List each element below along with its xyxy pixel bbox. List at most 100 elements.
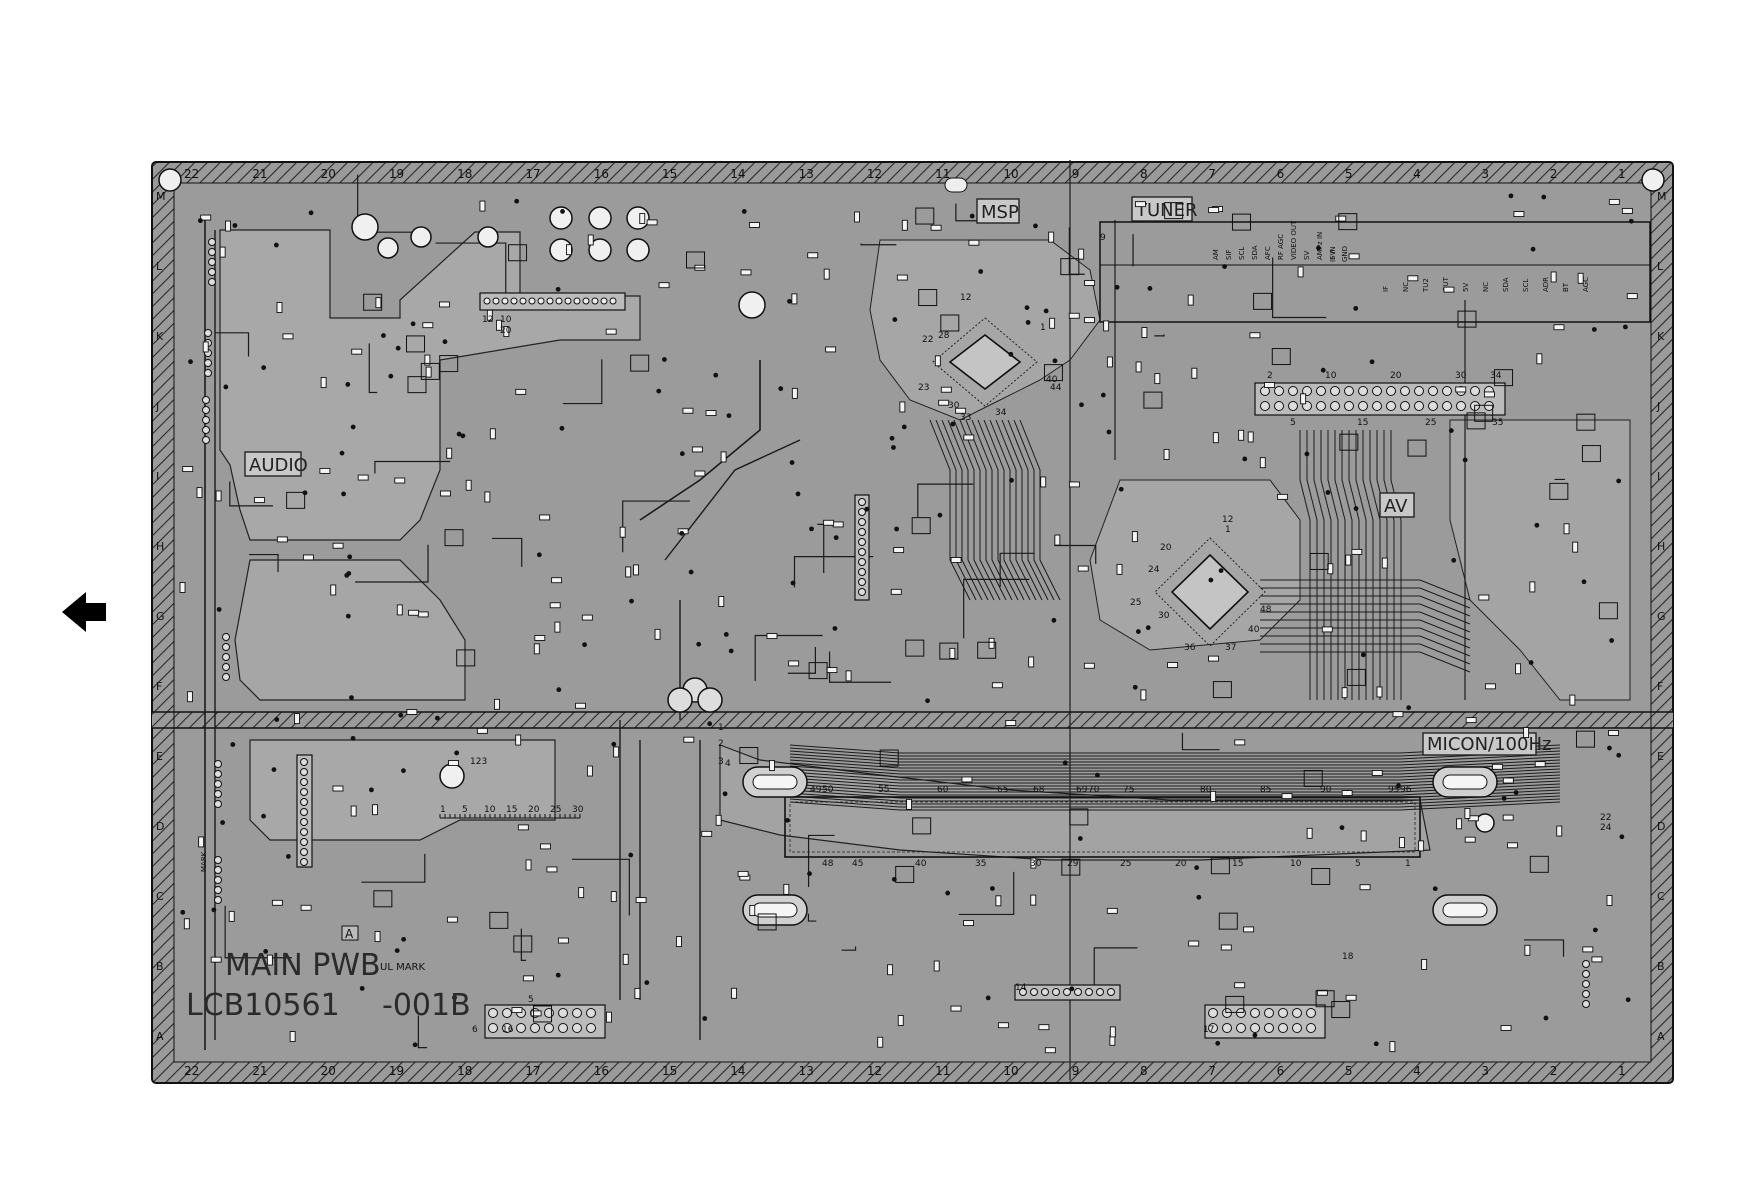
via (582, 642, 587, 647)
via (791, 581, 796, 586)
via (1079, 402, 1084, 407)
smd-part (891, 589, 901, 594)
column-label: 12 (867, 167, 882, 181)
micon-pin-number: 70 (1088, 785, 1100, 795)
smd-part (1573, 542, 1578, 552)
tuner-pin-label: AFC (1264, 246, 1272, 260)
via (1502, 796, 1507, 801)
pad-hole (159, 169, 181, 191)
via (381, 333, 386, 338)
svg-text:20: 20 (500, 326, 512, 336)
column-label: 5 (1345, 1064, 1353, 1078)
pin (1373, 402, 1382, 411)
smd-part (846, 671, 851, 681)
row-label: E (1657, 750, 1664, 763)
pin (203, 427, 210, 434)
smd-part (1444, 287, 1454, 292)
via (1374, 1041, 1379, 1046)
smd-part (833, 522, 843, 527)
via (1619, 834, 1624, 839)
via (727, 413, 732, 418)
via (778, 386, 783, 391)
misc-mark: 123 (470, 757, 487, 767)
smd-part (1393, 712, 1403, 717)
via (1044, 309, 1049, 314)
via (1593, 928, 1598, 933)
via (1509, 193, 1514, 198)
pin (601, 298, 607, 304)
smd-part (440, 491, 450, 496)
pin (215, 761, 222, 768)
smd-part (962, 777, 972, 782)
column-label: 6 (1277, 1064, 1285, 1078)
smd-part (555, 622, 560, 632)
smd-part (1342, 791, 1352, 796)
pin (1373, 387, 1382, 396)
via (1326, 490, 1331, 495)
smd-part (1456, 387, 1466, 392)
svg-text:10: 10 (1325, 371, 1337, 381)
tuner-pin-label: SIF (1225, 249, 1233, 260)
smd-part (1537, 354, 1542, 364)
via (1101, 393, 1106, 398)
via (1449, 428, 1454, 433)
column-label: 7 (1208, 1064, 1216, 1078)
smd-part (888, 965, 893, 975)
av-label: AV (1380, 493, 1414, 517)
pin (1457, 402, 1466, 411)
via (1316, 246, 1321, 251)
micon-pin-number: 20 (1175, 859, 1187, 869)
via (864, 507, 869, 512)
via (1208, 578, 1213, 583)
smd-part (447, 448, 452, 458)
pin (1345, 387, 1354, 396)
row-label: M (156, 190, 166, 203)
pad-hole (440, 764, 464, 788)
smd-part (1155, 374, 1160, 384)
ic-pin-number: 37 (1225, 643, 1236, 653)
ic-pin-number: 20 (1160, 543, 1172, 553)
pin (517, 1024, 526, 1033)
smd-part (636, 898, 646, 903)
row-label: I (156, 470, 159, 483)
smd-part (684, 737, 694, 742)
smd-part (1244, 927, 1254, 932)
via (1463, 458, 1468, 463)
smd-part (721, 452, 726, 462)
pin (301, 849, 308, 856)
svg-text:-001B: -001B (382, 988, 471, 1023)
via (188, 359, 193, 364)
column-label: 1 (1618, 1064, 1626, 1078)
smd-part (1525, 945, 1530, 955)
scale-pin-number: 5 (462, 805, 468, 815)
via (217, 607, 222, 612)
smd-part (941, 387, 951, 392)
pin (1275, 387, 1284, 396)
pin (301, 759, 308, 766)
smd-part (1084, 663, 1094, 668)
pin (215, 857, 222, 864)
via (360, 986, 365, 991)
smd-part (1069, 313, 1079, 318)
smd-part (1501, 1025, 1511, 1030)
smd-part (1336, 216, 1346, 221)
smd-part (1342, 688, 1347, 698)
tuner-pin-label: SCL (1238, 247, 1246, 260)
smd-part (333, 786, 343, 791)
column-label: 12 (867, 1064, 882, 1078)
via (1222, 264, 1227, 269)
smd-part (375, 932, 380, 942)
smd-part (996, 896, 1001, 906)
smd-part (1250, 333, 1260, 338)
smd-part (301, 905, 311, 910)
smd-part (1530, 582, 1535, 592)
via (1219, 568, 1224, 573)
smd-part (824, 520, 834, 525)
smd-part (1213, 433, 1218, 443)
pin (1583, 971, 1590, 978)
via (351, 425, 356, 430)
smd-part (950, 648, 955, 658)
smd-part (490, 429, 495, 439)
smd-part (634, 565, 639, 575)
pin (547, 298, 553, 304)
